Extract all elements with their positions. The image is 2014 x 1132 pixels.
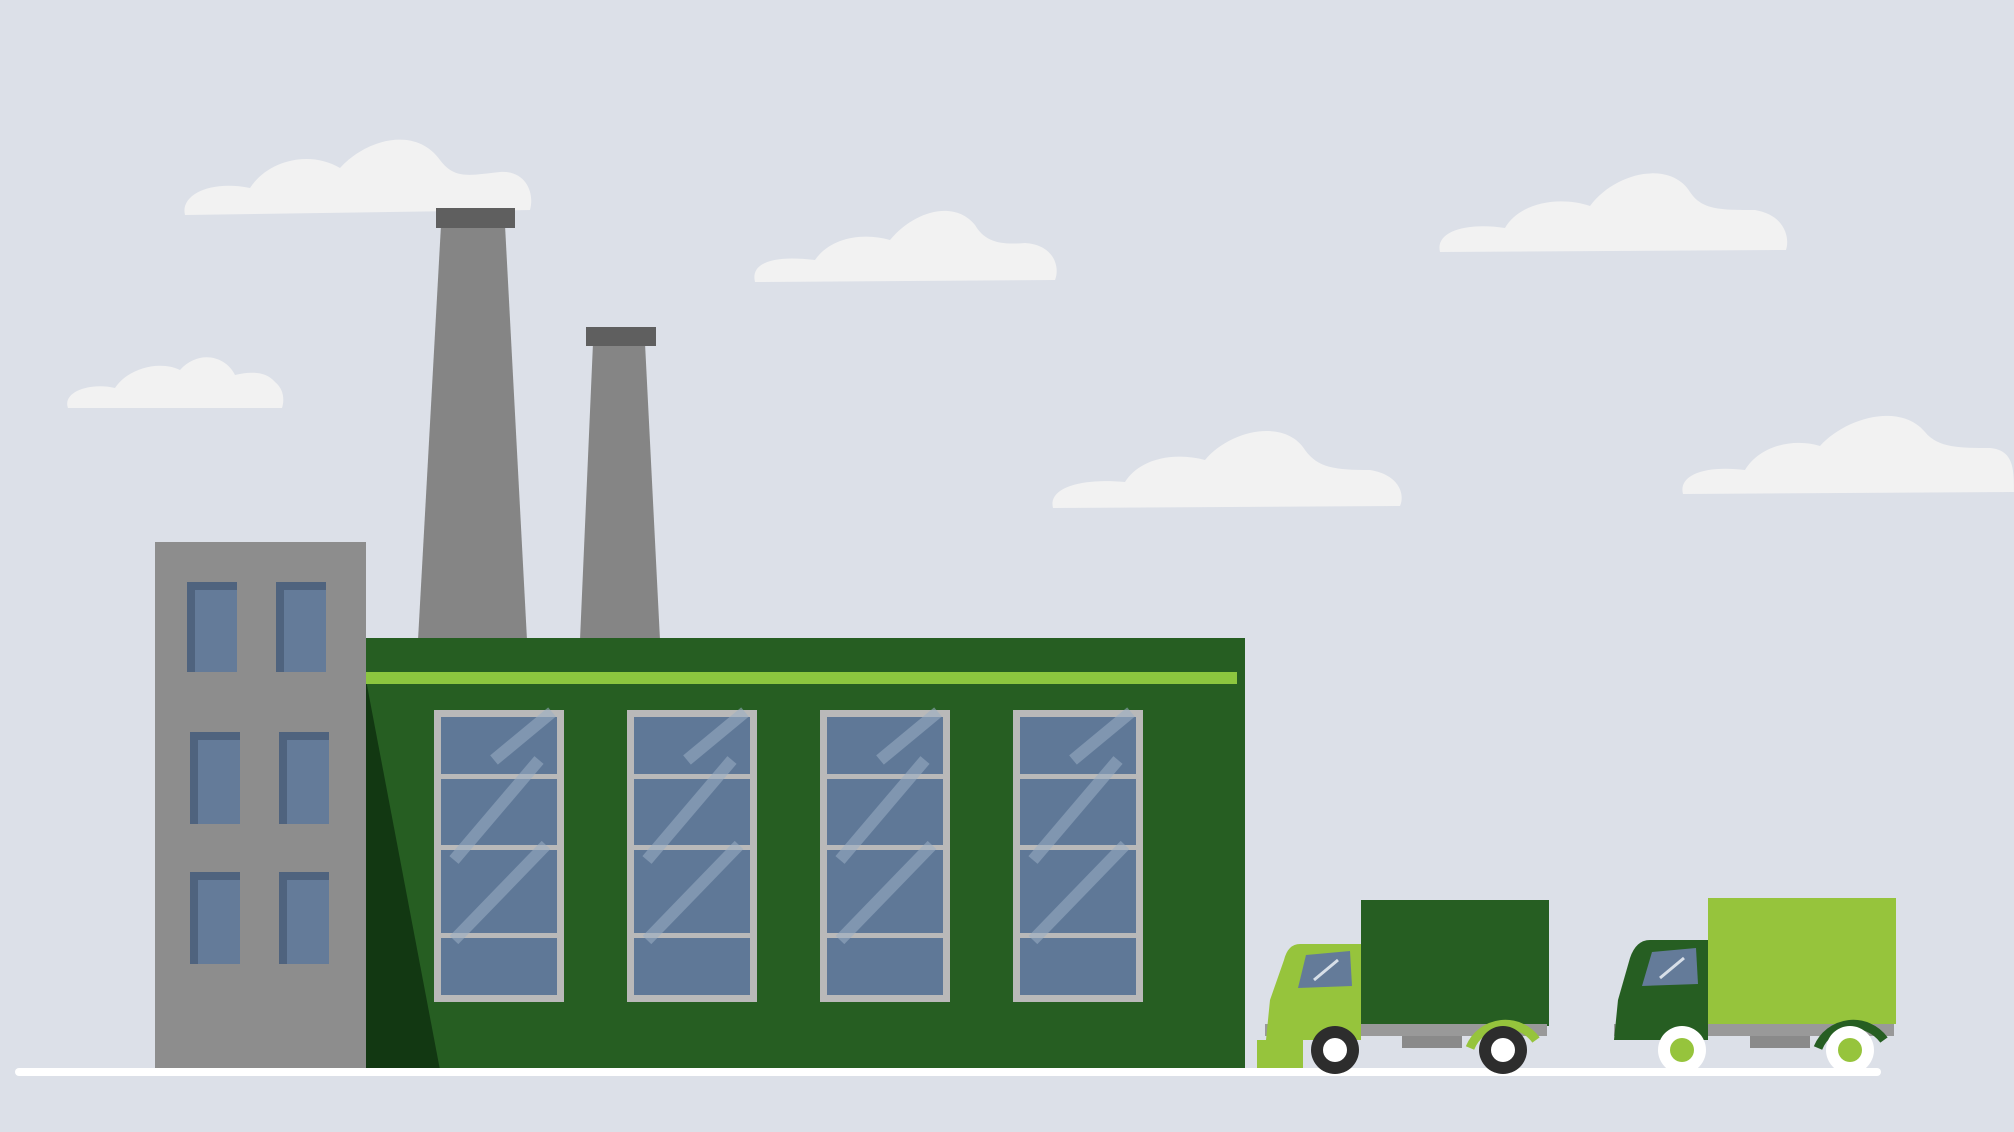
- factory-icon: [366, 638, 1245, 1070]
- clouds: [67, 139, 2014, 508]
- wheel-hub: [1670, 1038, 1694, 1062]
- office-building-icon: [155, 542, 366, 1070]
- cloud-icon: [1052, 431, 1402, 508]
- truck-cargo-box: [1708, 898, 1896, 1024]
- rear-wheel-arch: [1465, 1019, 1540, 1050]
- glass-reflection: [835, 756, 930, 864]
- factory-stripe: [366, 672, 1237, 684]
- factory-window-mullion: [827, 774, 943, 779]
- factory-window: [820, 707, 950, 1002]
- factory-window-mullion: [441, 774, 557, 779]
- glass-reflection: [1069, 707, 1135, 765]
- cloud-icon: [1682, 415, 2014, 494]
- rear-wheel-arch: [1813, 1019, 1888, 1050]
- glass-reflection: [642, 756, 737, 864]
- glass-reflection: [876, 707, 942, 765]
- factory-window-mullion: [441, 933, 557, 938]
- office-window-glass: [287, 740, 329, 824]
- window-glare: [1313, 958, 1339, 982]
- glass-reflection: [449, 756, 544, 864]
- factory-window-mullion: [634, 845, 750, 850]
- wheel-hub: [1838, 1038, 1862, 1062]
- factory-window-mullion: [1020, 774, 1136, 779]
- truck-front-step: [1257, 1040, 1303, 1068]
- truck-bumper: [1750, 1036, 1810, 1048]
- factory-window-mullion: [827, 845, 943, 850]
- delivery-truck-icon: [1257, 900, 1549, 1074]
- office-building-body: [155, 542, 366, 1070]
- cloud-icon: [1439, 173, 1788, 252]
- office-window-glass: [198, 880, 240, 964]
- glass-reflection: [490, 707, 556, 765]
- office-window-glass: [198, 740, 240, 824]
- office-windows: [187, 582, 329, 964]
- ground-line: [15, 1068, 1881, 1076]
- smokestack-cap: [436, 208, 515, 228]
- office-window-glass: [195, 590, 237, 672]
- truck-cargo-box: [1361, 900, 1549, 1026]
- smokestack-icon: [580, 343, 660, 640]
- factory-window: [434, 707, 564, 1002]
- cloud-icon: [184, 139, 532, 215]
- wheel-hub: [1323, 1038, 1347, 1062]
- smokestack-icon: [418, 225, 527, 640]
- factory-window-mullion: [441, 845, 557, 850]
- factory-window: [627, 707, 757, 1002]
- glass-reflection: [449, 840, 551, 945]
- factory-window-mullion: [634, 774, 750, 779]
- wheel-hub: [1491, 1038, 1515, 1062]
- smokestack-cap: [586, 327, 656, 346]
- cloud-icon: [67, 357, 284, 408]
- factory-window-mullion: [827, 933, 943, 938]
- glass-reflection: [683, 707, 749, 765]
- cloud-icon: [754, 210, 1057, 282]
- factory-window: [1013, 707, 1143, 1002]
- delivery-truck-icon: [1614, 898, 1896, 1074]
- factory-window-mullion: [1020, 845, 1136, 850]
- factory-window-mullion: [634, 933, 750, 938]
- glass-reflection: [835, 840, 937, 945]
- smokestacks: [418, 208, 660, 640]
- factory-windows: [434, 707, 1143, 1002]
- truck-bumper: [1402, 1036, 1462, 1048]
- factory-shadow: [366, 680, 440, 1070]
- office-window-glass: [284, 590, 326, 672]
- window-glare: [1659, 956, 1685, 980]
- office-window-glass: [287, 880, 329, 964]
- truck-cab-window: [1642, 948, 1698, 986]
- glass-reflection: [1028, 840, 1130, 945]
- factory-window-mullion: [1020, 933, 1136, 938]
- glass-reflection: [1028, 756, 1123, 864]
- glass-reflection: [642, 840, 744, 945]
